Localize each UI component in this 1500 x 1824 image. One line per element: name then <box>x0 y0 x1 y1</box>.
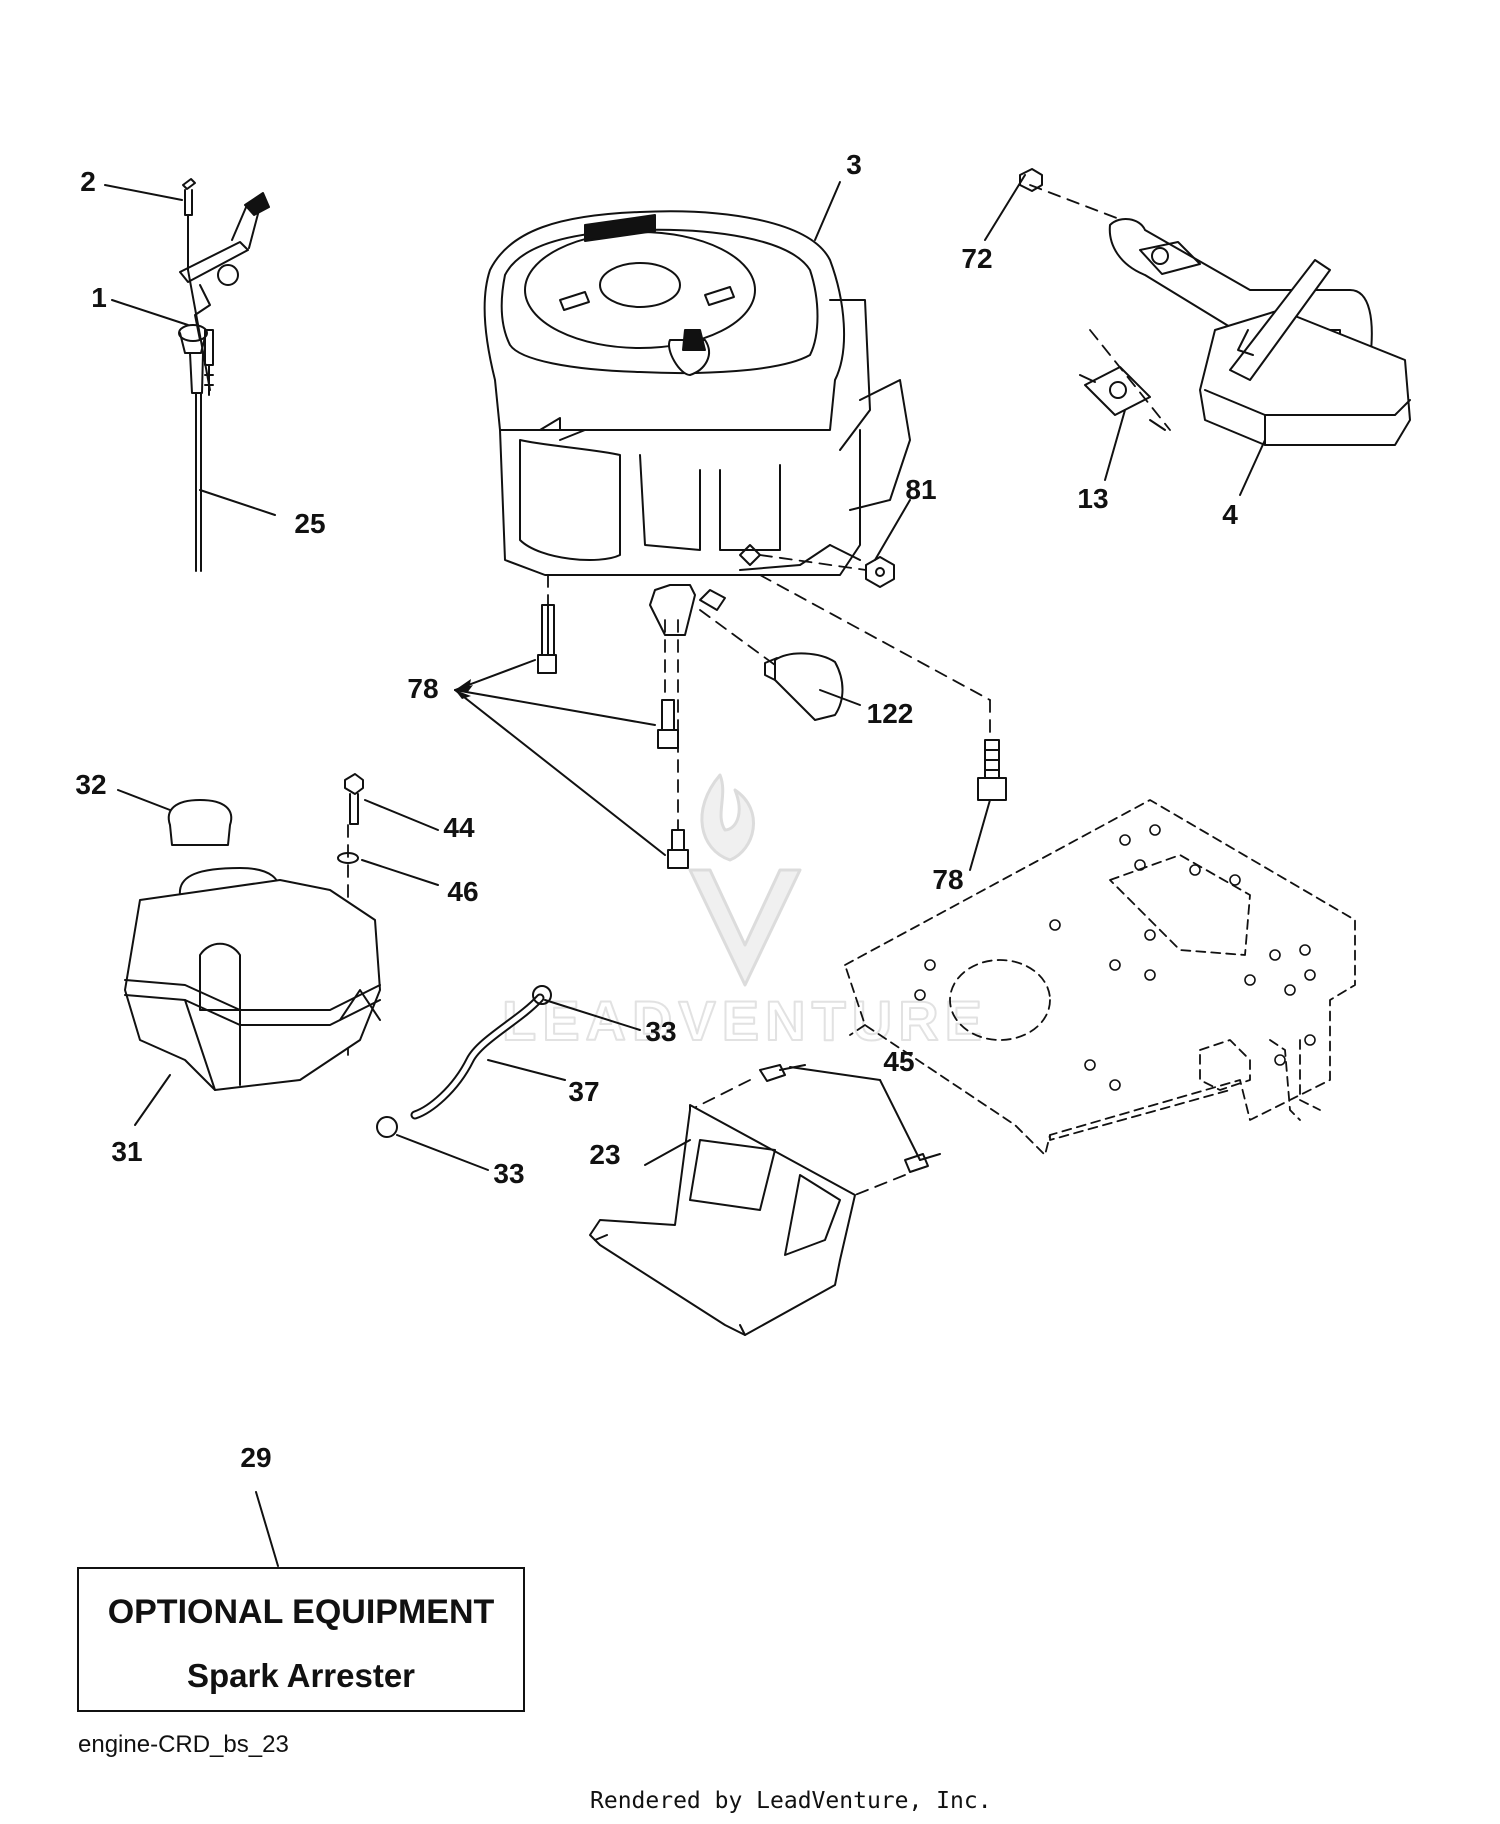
callout-81-text: 81 <box>905 474 937 505</box>
callout-78-left-text: 78 <box>407 673 439 704</box>
callout-46-text: 46 <box>447 876 479 907</box>
throttle-control-part <box>179 178 270 396</box>
callout-45-text: 45 <box>883 1046 915 1077</box>
optional-equipment-title: OPTIONAL EQUIPMENT <box>107 1593 495 1631</box>
callout-78-right-text: 78 <box>932 864 964 895</box>
callout-23-text: 23 <box>589 1139 621 1170</box>
callout-31-text: 31 <box>111 1136 143 1167</box>
callout-33-upper[interactable]: 33 <box>645 1018 676 1046</box>
callout-45[interactable]: 45 <box>883 1048 914 1076</box>
callout-32-text: 32 <box>75 769 107 800</box>
dipstick-part <box>178 324 208 572</box>
callout-1-text: 1 <box>91 282 107 313</box>
diagram-id: engine-CRD_bs_23 <box>78 1731 289 1758</box>
callout-81[interactable]: 81 <box>905 476 936 504</box>
engine-plate-part <box>589 1064 941 1336</box>
leadventure-watermark: LEADVENTURE <box>501 773 988 1053</box>
muffler-part <box>1019 168 1411 446</box>
frame-holes <box>914 824 1316 1091</box>
engine-bolts-part <box>537 604 1007 869</box>
callout-3-text: 3 <box>846 149 862 180</box>
callout-33-lower-text: 33 <box>493 1158 525 1189</box>
callout-31[interactable]: 31 <box>111 1138 142 1166</box>
callout-78-right[interactable]: 78 <box>932 866 963 894</box>
callout-29[interactable]: 29 <box>240 1444 271 1472</box>
optional-equipment-box[interactable]: OPTIONAL EQUIPMENT Spark Arrester <box>77 1567 525 1712</box>
callout-33-upper-text: 33 <box>645 1016 677 1047</box>
callout-122-text: 122 <box>866 698 914 729</box>
fuel-tank-part <box>124 773 381 1091</box>
callout-32[interactable]: 32 <box>75 771 106 799</box>
optional-equipment-item: Spark Arrester <box>186 1657 416 1694</box>
callout-44[interactable]: 44 <box>443 814 474 842</box>
tractor-frame-part <box>844 799 1356 1156</box>
callout-13-text: 13 <box>1077 483 1109 514</box>
nut-part <box>865 556 895 588</box>
callout-13[interactable]: 13 <box>1077 485 1108 513</box>
callout-4[interactable]: 4 <box>1222 501 1238 529</box>
callout-46[interactable]: 46 <box>447 878 478 906</box>
callout-29-text: 29 <box>240 1442 272 1473</box>
callout-4-text: 4 <box>1222 499 1238 530</box>
callout-122[interactable]: 122 <box>867 700 914 728</box>
leader-lines <box>104 174 1266 1567</box>
callout-1-label[interactable]: 2 <box>80 168 96 196</box>
callout-37-text: 37 <box>568 1076 600 1107</box>
callout-37[interactable]: 37 <box>568 1078 599 1106</box>
callout-1[interactable]: 1 <box>91 284 107 312</box>
rendered-by-footer: Rendered by LeadVenture, Inc. <box>590 1788 992 1814</box>
callout-2-text: 2 <box>80 166 96 197</box>
callout-44-text: 44 <box>443 812 475 843</box>
callout-3[interactable]: 3 <box>846 151 862 179</box>
callout-78-left[interactable]: 78 <box>407 675 438 703</box>
callout-23[interactable]: 23 <box>589 1141 620 1169</box>
callout-25-text: 25 <box>294 508 326 539</box>
callout-72-text: 72 <box>961 243 993 274</box>
fuel-line-part <box>376 985 552 1138</box>
engine-part <box>483 210 911 636</box>
callout-25[interactable]: 25 <box>294 510 325 538</box>
heat-shield-part <box>764 652 844 721</box>
callout-72[interactable]: 72 <box>961 245 992 273</box>
watermark-text: LEADVENTURE <box>502 989 988 1052</box>
callout-33-lower[interactable]: 33 <box>493 1160 524 1188</box>
leader-arrowheads <box>455 679 473 699</box>
